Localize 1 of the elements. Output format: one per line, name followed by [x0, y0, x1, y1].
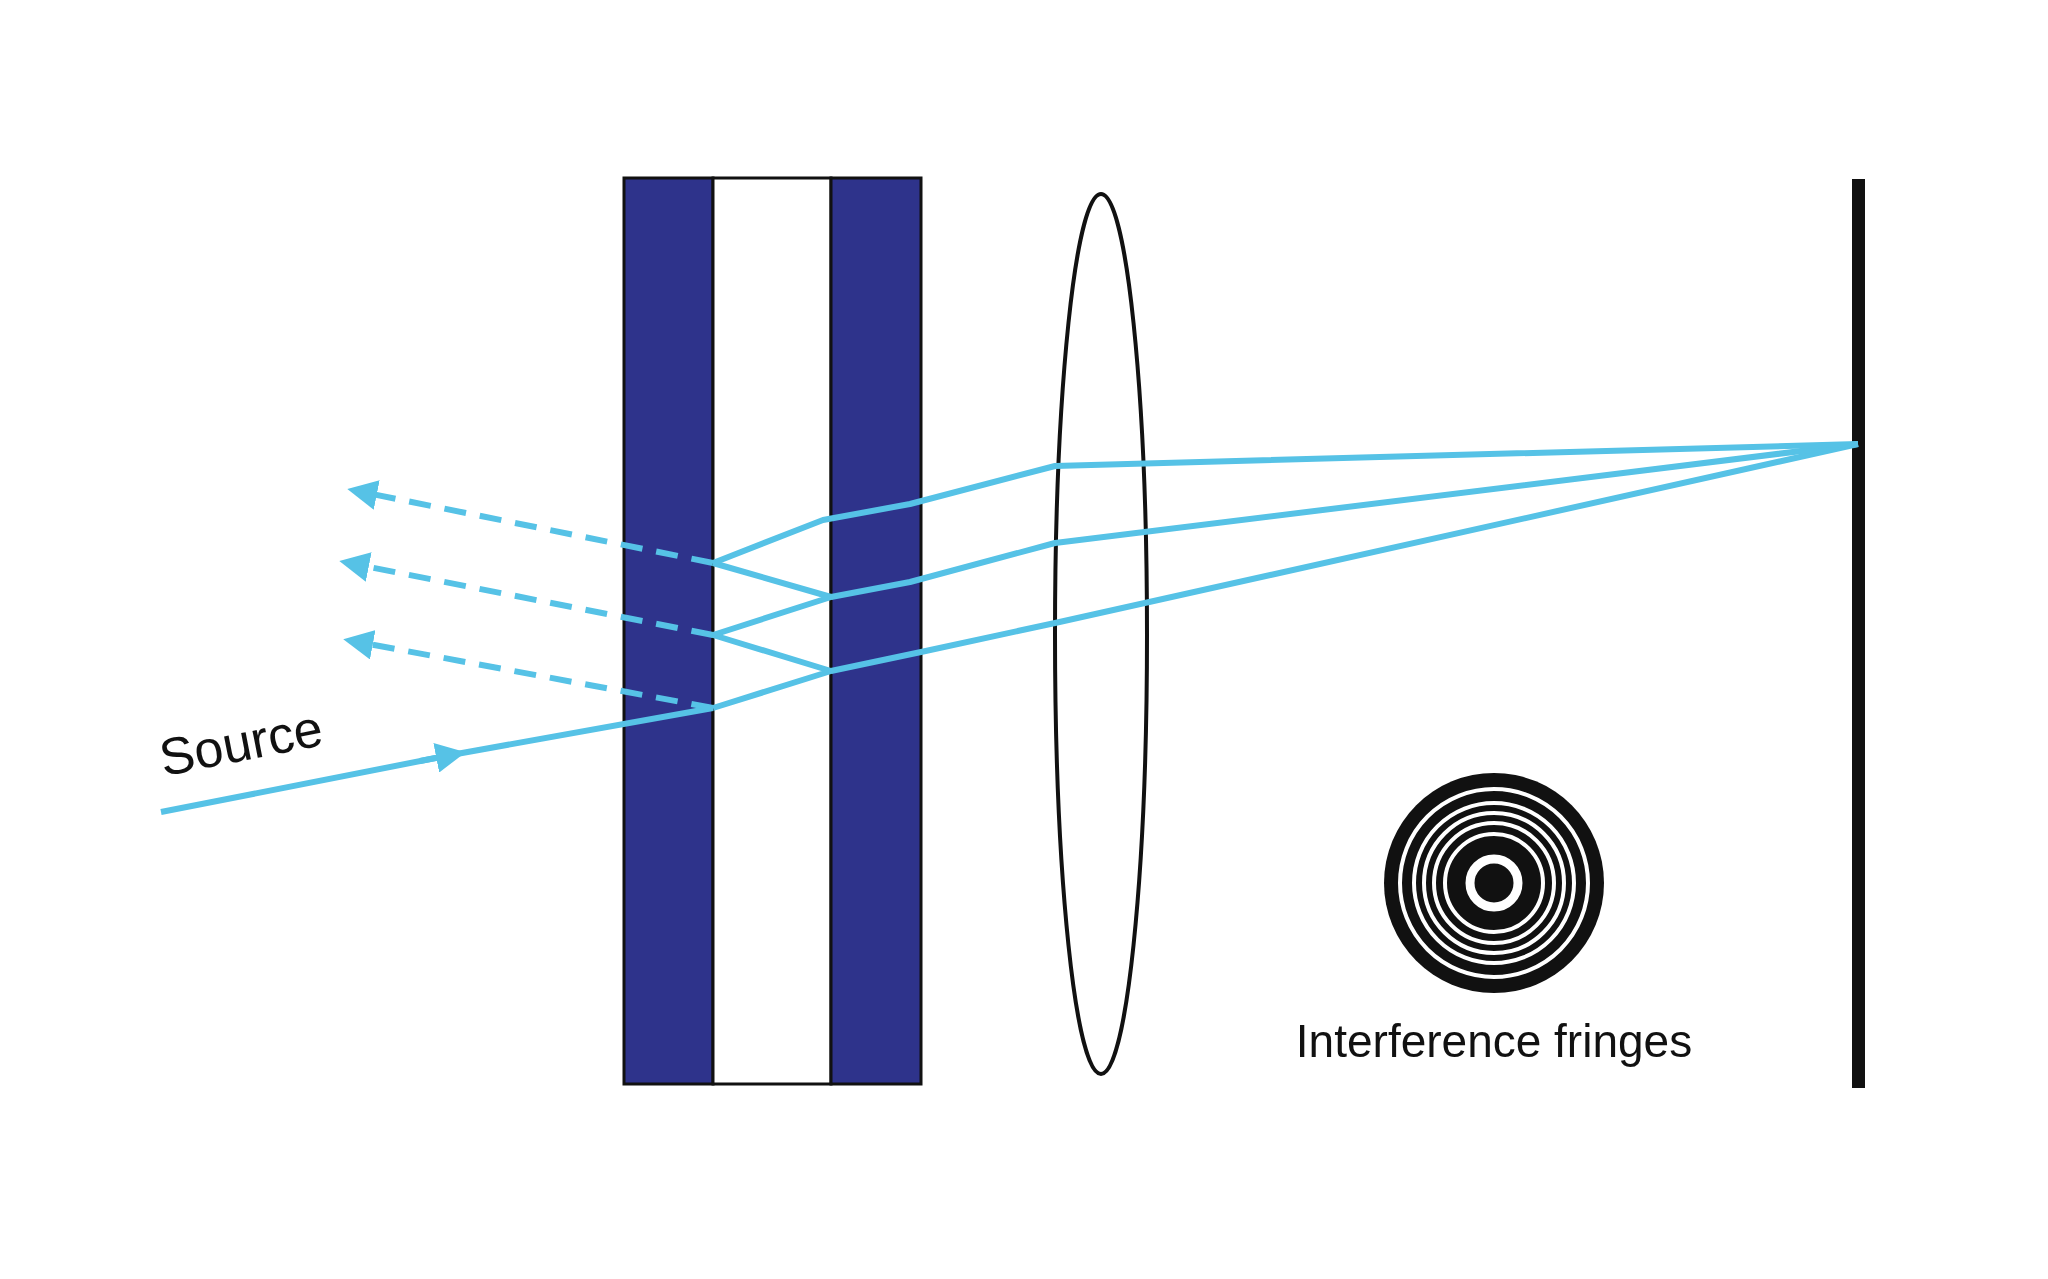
- source-label: Source: [155, 701, 327, 784]
